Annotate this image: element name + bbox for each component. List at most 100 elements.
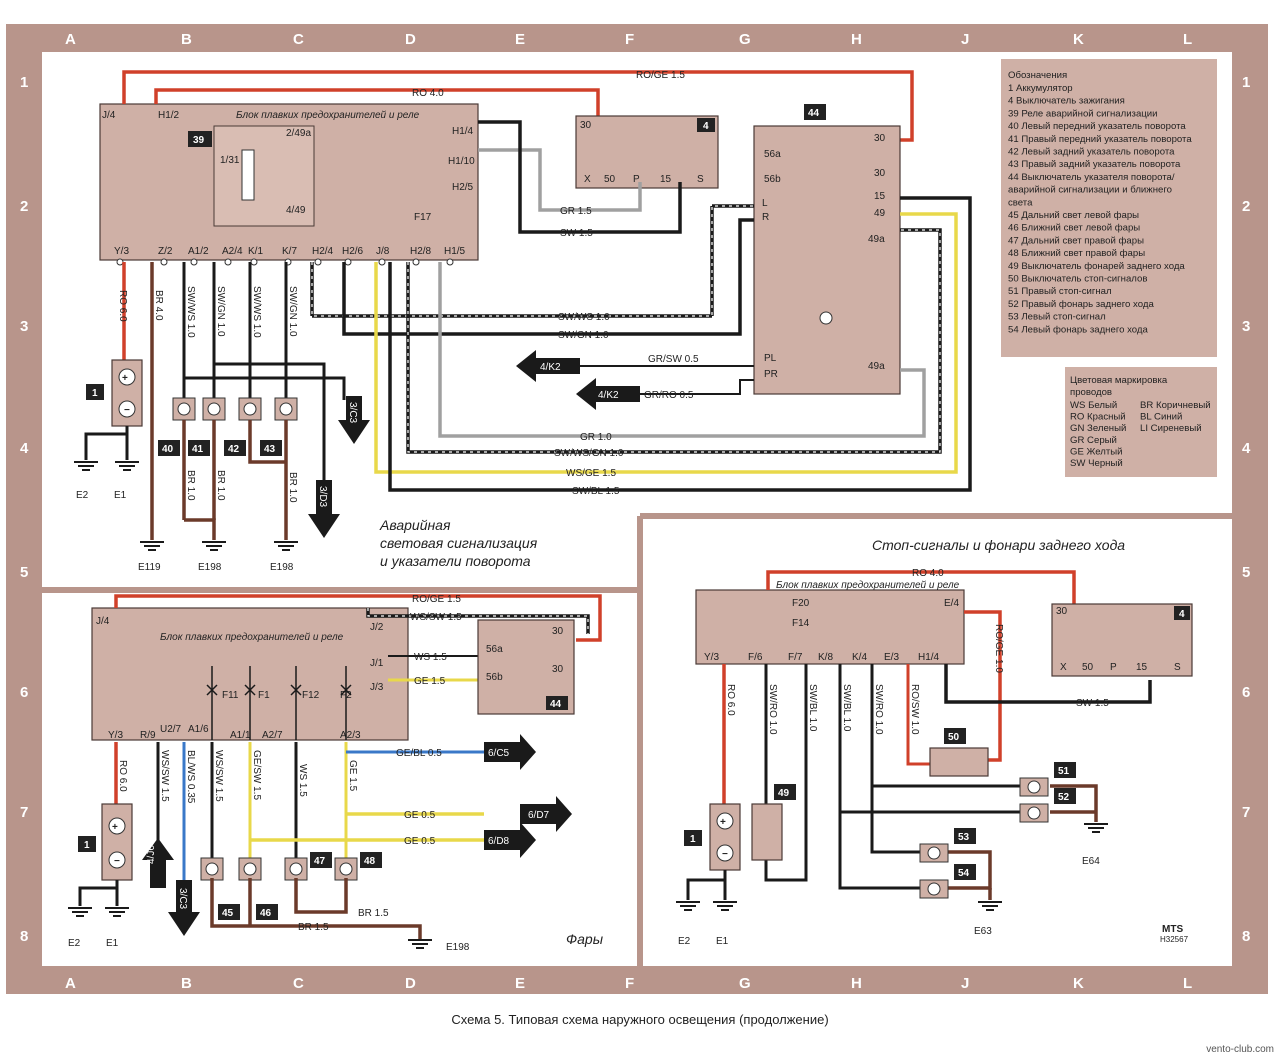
wire-br-15-bl bbox=[210, 878, 422, 940]
wire-gr-10 bbox=[438, 262, 926, 438]
ground-e198-bl: E198 bbox=[446, 942, 470, 953]
grid-row-right-6: 6 bbox=[1242, 684, 1250, 701]
wire-label-sw-ws-v2: SW/WS 1.0 bbox=[251, 286, 262, 338]
bl-pin-5: R/9 bbox=[140, 730, 156, 741]
br-pin-0: Y/3 bbox=[704, 652, 719, 663]
wire-label-sw-gn-v2: SW/GN 1.0 bbox=[287, 286, 298, 337]
grid-row-left-1: 1 bbox=[20, 74, 28, 91]
wire-ground-53-54 bbox=[948, 850, 992, 890]
ground-e63: E63 bbox=[974, 926, 992, 937]
switch-44 bbox=[753, 125, 901, 395]
ground-e2-bl: E2 bbox=[68, 938, 81, 949]
arrow-label-4-j6: 4/J6 bbox=[146, 845, 157, 864]
legend-item-7: 44 Выключатель указателя поворота/ bbox=[1008, 172, 1175, 183]
wire-label-sw-gn-10: SW/GN 1.0 bbox=[558, 330, 609, 341]
bl-pin-11: F11 bbox=[222, 690, 239, 701]
legend-item-4: 41 Правый передний указатель поворота bbox=[1008, 134, 1192, 145]
top-pin-dot-4 bbox=[250, 258, 258, 266]
grid-col-bottom-F: F bbox=[625, 975, 634, 992]
svg-text:+: + bbox=[112, 822, 118, 833]
wire-sw-ro-10-b bbox=[870, 664, 920, 854]
switch-50 bbox=[929, 747, 989, 777]
wire-label-br-40: BR 4.0 bbox=[153, 290, 164, 321]
mts-mark: MTS bbox=[1162, 924, 1183, 935]
wire-ground-51 bbox=[1050, 784, 1098, 822]
bl-pin-56b: 56b bbox=[486, 672, 503, 683]
grid-row-left-5: 5 bbox=[20, 564, 28, 581]
pin-2-49a: 2/49a bbox=[286, 128, 311, 139]
lamp-42-bulb bbox=[243, 402, 257, 416]
ground-e119: E119 bbox=[138, 562, 161, 573]
wire-bus-b bbox=[214, 362, 326, 482]
arrow-label-4-k2-a: 4/K2 bbox=[540, 362, 561, 373]
grid-col-top-K: K bbox=[1073, 31, 1084, 48]
wire-label-ro-60-bl: RO 6.0 bbox=[117, 760, 128, 792]
color-legend-box bbox=[1063, 365, 1219, 479]
wire-sw-ws-10-dots bbox=[311, 205, 754, 317]
bl-pin-j4: J/4 bbox=[96, 616, 110, 627]
legend-item-1: 4 Выключатель зажигания bbox=[1008, 96, 1125, 107]
br-pin-6: H1/4 bbox=[918, 652, 940, 663]
lamp-47-tag bbox=[310, 852, 332, 868]
grid-row-right-2: 2 bbox=[1242, 198, 1250, 215]
wire-label-ro-40-br: RO 4.0 bbox=[912, 568, 944, 579]
arrow-3-c3-top bbox=[338, 396, 370, 444]
arrow-4-k2-b bbox=[576, 378, 640, 410]
sw4-pin-30: 30 bbox=[580, 120, 592, 131]
wire-label-sw-ws-gn-10: SW/WS/GN 1.0 bbox=[554, 448, 624, 459]
wire-label-br-15a: BR 1.5 bbox=[358, 908, 389, 919]
grid-col-bottom-H: H bbox=[851, 975, 862, 992]
color-legend-left-0: WS Белый bbox=[1070, 400, 1117, 411]
wire-label-ro-ge-top: RO/GE 1.5 bbox=[636, 70, 685, 81]
ignition-switch-4-top bbox=[575, 115, 719, 189]
wire-label-br-15b: BR 1.5 bbox=[298, 922, 329, 933]
wire-sw-gn-10 bbox=[342, 218, 754, 336]
lamp-40-bulb bbox=[177, 402, 191, 416]
wire-label-gr-15: GR 1.5 bbox=[560, 206, 592, 217]
lamp-40-tag bbox=[158, 440, 180, 456]
sw4-pin-x: X bbox=[584, 174, 591, 185]
wire-label-bl-ws-035: BL/WS 0.35 bbox=[185, 750, 196, 804]
top-pin-dot-6 bbox=[314, 258, 322, 266]
bl-fuse-sym-2 bbox=[290, 684, 302, 696]
wire-label-br-10-b: BR 1.0 bbox=[215, 470, 226, 501]
color-legend-left-2: GN Зеленый bbox=[1070, 423, 1126, 434]
battery-br-number: 1 bbox=[690, 834, 696, 845]
lamp-43-tag bbox=[260, 440, 282, 456]
legend-item-16: 51 Правый стоп-сигнал bbox=[1008, 286, 1112, 297]
sw44-pin-56a: 56a bbox=[764, 149, 781, 160]
bl-pin-30b: 30 bbox=[552, 664, 564, 675]
switch-50-number: 50 bbox=[948, 732, 960, 743]
grounds-bottom-right bbox=[676, 823, 1108, 911]
grid-col-top-F: F bbox=[625, 31, 634, 48]
lamp-41-tag bbox=[188, 440, 210, 456]
sw44-pin-49a: 49a bbox=[868, 234, 885, 245]
top-pin-5: K/7 bbox=[282, 246, 297, 257]
top-pin-0: Y/3 bbox=[114, 246, 129, 257]
bl-pin-12: F1 bbox=[258, 690, 270, 701]
arrow-4-j6 bbox=[142, 838, 174, 888]
lamp-54-number: 54 bbox=[958, 868, 970, 879]
bl-pin-j1: J/1 bbox=[370, 658, 384, 669]
wire-ws-ge-15 bbox=[374, 212, 958, 474]
fuse-block-top-label: Блок плавких предохранителей и реле bbox=[236, 110, 420, 121]
lamp-46-number: 46 bbox=[260, 908, 272, 919]
lamp-47-bulb bbox=[289, 862, 303, 876]
grid-row-left-6: 6 bbox=[20, 684, 28, 701]
top-pin-7: H2/6 bbox=[342, 246, 364, 257]
bl-pin-56a: 56a bbox=[486, 644, 503, 655]
ground-e1-top: E1 bbox=[114, 490, 127, 501]
bl-pin-13: F12 bbox=[302, 690, 320, 701]
legend-item-18: 53 Левый стоп-сигнал bbox=[1008, 312, 1106, 323]
grid-col-top-H: H bbox=[851, 31, 862, 48]
wire-sw-bl-15 bbox=[388, 196, 972, 492]
svg-text:+: + bbox=[720, 817, 726, 828]
color-legend-left-3: GR Серый bbox=[1070, 435, 1117, 446]
switch-49-tag bbox=[774, 784, 796, 800]
grid-col-bottom-G: G bbox=[739, 975, 751, 992]
top-pin-dot-10 bbox=[446, 258, 454, 266]
